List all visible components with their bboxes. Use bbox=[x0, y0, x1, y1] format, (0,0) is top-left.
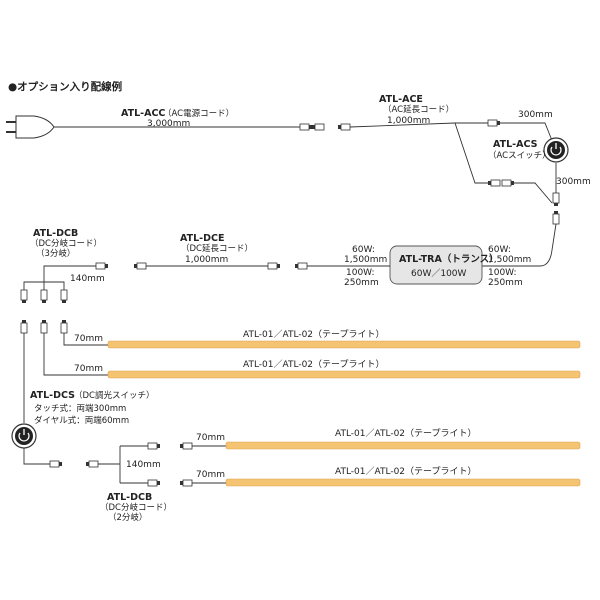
acc-length: 3,000mm bbox=[147, 119, 190, 129]
dcb2-trunk-wire bbox=[98, 445, 148, 484]
strip-2-lead-wire bbox=[43, 333, 108, 376]
strip-2-label: ATL-01／ATL-02（テープライト） bbox=[243, 359, 384, 370]
dcb3-trunk-wire bbox=[23, 265, 96, 290]
acs-desc: （ACスイッチ） bbox=[488, 150, 551, 161]
tra-right-100w: 100W: bbox=[488, 268, 517, 278]
dcs-touch-length: タッチ式：両端300mm bbox=[34, 403, 126, 414]
strip-3-label: ATL-01／ATL-02（テープライト） bbox=[335, 428, 476, 439]
acs-switch-wire-b bbox=[514, 182, 553, 204]
dcs-output-wire bbox=[23, 448, 50, 465]
dcb3-input-connector bbox=[95, 262, 109, 270]
dcb3-mate-connector-2 bbox=[40, 319, 48, 334]
strip-1-lead-length: 70mm bbox=[74, 334, 103, 344]
strip-3-tape-light bbox=[225, 441, 581, 450]
acs-out-connector-2 bbox=[552, 210, 560, 225]
ace-desc: （AC延長コード） bbox=[383, 104, 454, 115]
strip-3-connector bbox=[179, 442, 193, 450]
tra-left-60w: 60W: bbox=[352, 245, 375, 255]
tra-output-connector bbox=[294, 262, 308, 270]
strip-4-lead-length: 70mm bbox=[196, 470, 225, 480]
acc-connector bbox=[299, 123, 313, 131]
strip-1-label: ATL-01／ATL-02（テープライト） bbox=[243, 329, 384, 340]
dcb2-out-connector-1 bbox=[147, 442, 161, 450]
dcb3-out-connector-2 bbox=[40, 289, 48, 304]
dcs-code: ATL-DCS bbox=[30, 390, 75, 401]
strip-2-lead-length: 70mm bbox=[74, 364, 103, 374]
acs-switch-wire-a bbox=[500, 122, 554, 144]
tra-transformer-box bbox=[389, 245, 483, 285]
ac-power-plug bbox=[6, 115, 55, 139]
dcb2-length: 140mm bbox=[126, 460, 161, 470]
power-icon bbox=[550, 146, 562, 156]
dcb3-desc: （DC分岐コード） bbox=[30, 238, 102, 249]
dcb2-out-connector-2 bbox=[147, 479, 161, 487]
acs-connector-lower-2 bbox=[501, 179, 515, 187]
tra-right-60w: 60W: bbox=[488, 245, 511, 255]
strip-2-tape-light bbox=[107, 370, 581, 379]
tra-left-100w: 100W: bbox=[346, 268, 375, 278]
dcb3-code: ATL-DCB bbox=[33, 228, 78, 239]
dcb3-out-connector-1 bbox=[20, 289, 28, 304]
dce-code: ATL-DCE bbox=[180, 233, 224, 244]
dcb2-code: ATL-DCB bbox=[107, 492, 152, 503]
dcs-dimmer-switch bbox=[11, 423, 37, 449]
tra-label: ATL-TRA（トランス） bbox=[399, 253, 499, 265]
acs-connector-top bbox=[487, 119, 501, 127]
dcb3-out-connector-3 bbox=[60, 289, 68, 304]
dcb3-mate-connector-3 bbox=[60, 319, 68, 334]
diagram-title: ●オプション入り配線例 bbox=[8, 80, 122, 93]
strip-1-lead-wire bbox=[63, 333, 108, 346]
dcb2-desc: （DC分岐コード） bbox=[100, 502, 172, 513]
dcs-dial-length: ダイヤル式：両端60mm bbox=[34, 415, 129, 426]
acs-code: ATL-ACS bbox=[493, 139, 538, 150]
dce-length: 1,000mm bbox=[185, 255, 228, 265]
acs-connector-lower bbox=[487, 179, 501, 187]
dcb3-mate-connector-1 bbox=[20, 319, 28, 334]
ace-connector-right bbox=[337, 123, 351, 131]
dcb3-sub: （3分岐） bbox=[36, 248, 75, 259]
strip-4-label: ATL-01／ATL-02（テープライト） bbox=[335, 466, 476, 477]
acs-out-connector-1 bbox=[552, 192, 560, 207]
ace-code: ATL-ACE bbox=[379, 94, 423, 105]
strip-3-lead-length: 70mm bbox=[196, 433, 225, 443]
acs-to-tra-wire bbox=[482, 223, 557, 267]
tra-right-60w-length: 1,500mm bbox=[488, 255, 531, 265]
acs-input-branch-lower bbox=[454, 122, 488, 184]
strip-1-tape-light bbox=[107, 340, 581, 349]
dcs-desc: （DC調光スイッチ） bbox=[74, 390, 154, 401]
acc-desc: （AC電源コード） bbox=[163, 108, 234, 119]
ace-connector-left bbox=[311, 123, 325, 131]
tra-watts: 60W／100W bbox=[411, 268, 467, 279]
tra-left-100w-length: 250mm bbox=[344, 278, 379, 288]
dcb3-length: 140mm bbox=[70, 274, 105, 284]
power-icon bbox=[18, 432, 30, 442]
dcb2-input-connector bbox=[85, 460, 99, 468]
dcs-output-connector bbox=[49, 460, 63, 468]
ace-cord-wire bbox=[349, 122, 456, 128]
tra-right-100w-length: 250mm bbox=[488, 278, 523, 288]
dce-desc: （DC延長コード） bbox=[181, 243, 253, 254]
ace-length: 1,000mm bbox=[387, 116, 430, 126]
acc-code: ATL-ACC bbox=[121, 108, 165, 119]
acs-switch bbox=[543, 137, 569, 163]
dce-connector-right bbox=[267, 262, 281, 270]
strip-4-tape-light bbox=[225, 478, 581, 487]
strip-4-connector bbox=[179, 479, 193, 487]
tra-left-60w-length: 1,500mm bbox=[344, 255, 387, 265]
dcb2-sub: （2分岐） bbox=[108, 512, 147, 523]
acs-top-length: 300mm bbox=[518, 110, 553, 120]
acs-side-length: 300mm bbox=[556, 177, 591, 187]
dce-connector-left bbox=[133, 262, 147, 270]
